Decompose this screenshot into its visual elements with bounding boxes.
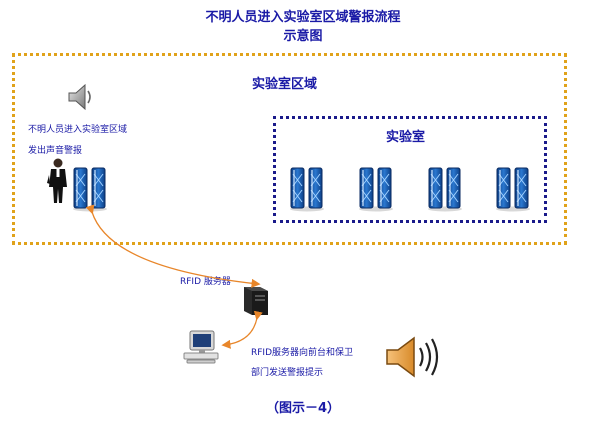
intruder-alarm-text-line2: 发出声音警报	[28, 146, 83, 156]
intruder-alarm-text-line1: 不明人员进入实验室区域	[28, 125, 128, 135]
notify-text-line2: 部门发送警报提示	[251, 368, 324, 378]
gate-to-server-arrow	[85, 204, 261, 288]
diagram-title-line1: 不明人员进入实验室区域警报流程	[205, 10, 401, 25]
server-to-computer-arrow	[221, 310, 263, 349]
computer-icon	[183, 330, 219, 364]
notify-text-line1: RFID服务器向前台和保卫	[251, 348, 354, 358]
person-icon	[47, 158, 67, 203]
speaker-icon	[68, 83, 91, 111]
figure-caption: （图示－4）	[265, 401, 341, 416]
lab-area-boundary	[12, 53, 567, 245]
loudspeaker-icon	[386, 336, 439, 378]
server-icon	[244, 287, 268, 315]
lab-boundary	[273, 116, 547, 223]
lab-label: 实验室	[386, 130, 426, 145]
lab-area-label: 实验室区域	[252, 77, 318, 92]
diagram-title-line2: 示意图	[283, 29, 323, 44]
